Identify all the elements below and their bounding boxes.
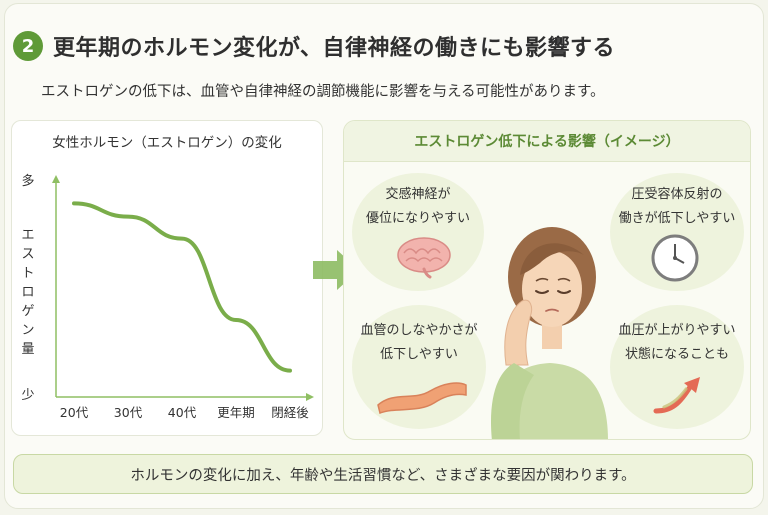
y-bottom-label: 少 bbox=[21, 388, 34, 403]
x-axis-arrow bbox=[306, 393, 314, 401]
x-tick-label: 更年期 bbox=[217, 405, 255, 420]
woman-illustration bbox=[484, 215, 612, 440]
x-tick-label: 20代 bbox=[60, 405, 89, 420]
effect-text-vessel: 血管のしなやかさが 低下しやすい bbox=[352, 319, 486, 367]
effect-text-sympathetic: 交感神経が 優位になりやすい bbox=[352, 183, 484, 231]
effect-line: 状態になることも bbox=[610, 343, 744, 367]
effect-line: 働きが低下しやすい bbox=[610, 207, 744, 231]
x-tick-label: 30代 bbox=[114, 405, 143, 420]
brain-icon bbox=[394, 235, 454, 279]
effects-title-bar: エストロゲン低下による影響（イメージ） bbox=[344, 121, 750, 162]
estrogen-effects-panel: エストロゲン低下による影響（イメージ） 交感神経が 優位になりやすい 圧受容体反… bbox=[343, 120, 751, 440]
page: 2 更年期のホルモン変化が、自律神経の働きにも影響する エストロゲンの低下は、血… bbox=[4, 3, 764, 509]
effects-title: エストロゲン低下による影響（イメージ） bbox=[414, 131, 679, 151]
y-axis-title-char: ン bbox=[21, 323, 34, 338]
y-axis-arrow bbox=[52, 175, 60, 183]
y-axis-title-char: ロ bbox=[21, 285, 34, 300]
y-top-label: 多 bbox=[21, 173, 34, 189]
page-title: 更年期のホルモン変化が、自律神経の働きにも影響する bbox=[53, 30, 615, 62]
y-axis-title-char: ゲ bbox=[21, 304, 34, 319]
y-axis-title-char: ス bbox=[21, 247, 34, 262]
y-axis-title-char: 量 bbox=[21, 342, 34, 357]
clock-icon bbox=[650, 233, 700, 283]
footer-text: ホルモンの変化に加え、年齢や生活習慣など、さまざまな要因が関わります。 bbox=[130, 464, 635, 485]
effect-text-baroreflex: 圧受容体反射の 働きが低下しやすい bbox=[610, 183, 744, 231]
page-subtitle: エストロゲンの低下は、血管や自律神経の調節機能に影響を与える可能性があります。 bbox=[41, 80, 605, 101]
rising-arrow-icon bbox=[650, 373, 710, 417]
effect-line: 交感神経が bbox=[352, 183, 484, 207]
effect-line: 血管のしなやかさが bbox=[352, 319, 486, 343]
x-tick-label: 40代 bbox=[168, 405, 197, 420]
footer-note: ホルモンの変化に加え、年齢や生活習慣など、さまざまな要因が関わります。 bbox=[13, 454, 753, 494]
effect-line: 低下しやすい bbox=[352, 343, 486, 367]
header: 2 更年期のホルモン変化が、自律神経の働きにも影響する bbox=[13, 30, 615, 62]
y-axis-title-char: ト bbox=[21, 266, 34, 281]
effect-line: 血圧が上がりやすい bbox=[610, 319, 744, 343]
estrogen-series-line bbox=[74, 203, 290, 370]
section-number-badge: 2 bbox=[13, 31, 43, 61]
blood-vessel-icon bbox=[374, 373, 470, 415]
y-axis-title-char: エ bbox=[21, 228, 34, 243]
x-tick-label: 閉経後 bbox=[271, 405, 309, 420]
effect-line: 優位になりやすい bbox=[352, 207, 484, 231]
effect-line: 圧受容体反射の bbox=[610, 183, 744, 207]
effect-text-bloodpressure: 血圧が上がりやすい 状態になることも bbox=[610, 319, 744, 367]
